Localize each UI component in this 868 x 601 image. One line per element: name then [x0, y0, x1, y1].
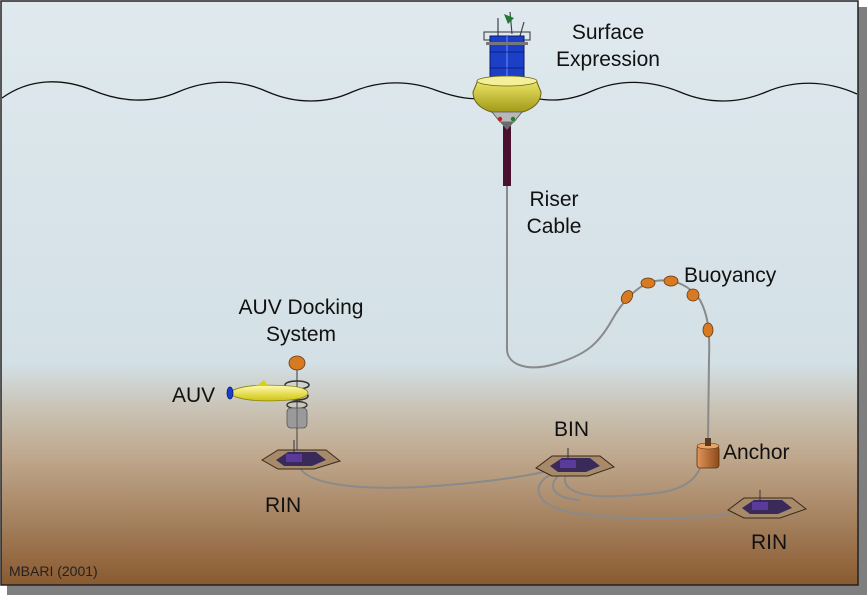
surface-buoy [472, 11, 542, 130]
bin-node [535, 448, 616, 477]
cable-bin-loop [552, 475, 581, 501]
riser-cable-label: Riser Cable [512, 186, 596, 240]
auv-docking-system [284, 355, 310, 452]
auv-docking-label-line2: System [265, 323, 336, 346]
rin-right-label: RIN [751, 531, 788, 554]
surface-expression-label: Surface Expression [548, 19, 668, 73]
anchor-weight [696, 438, 720, 469]
buoyancy-label: Buoyancy [684, 264, 777, 287]
cable-bin-to-rin [537, 473, 733, 520]
riser-label-line2: Cable [526, 215, 582, 238]
riser-label-line1: Riser [529, 188, 579, 211]
anchor-label: Anchor [723, 441, 790, 464]
buoyancy-floats [620, 275, 714, 338]
rin-node-right [727, 490, 808, 519]
auv-docking-label-line1: AUV Docking [238, 296, 364, 319]
rin-node-left [261, 440, 342, 470]
auv-label: AUV [172, 384, 216, 407]
bin-label: BIN [554, 418, 590, 441]
auv-docking-label: AUV Docking System [226, 294, 376, 348]
background-panel [0, 0, 859, 586]
credit-text: MBARI (2001) [9, 563, 98, 579]
sea-surface-line [1, 81, 858, 102]
surface-label-line2: Expression [556, 48, 660, 71]
cable-bin-to-anchor [563, 467, 701, 498]
rin-left-label: RIN [265, 494, 302, 517]
riser-upper-section [503, 126, 511, 186]
cable-rin-to-bin [299, 467, 553, 489]
surface-label-line1: Surface [571, 21, 645, 44]
auv-vehicle [226, 380, 309, 402]
